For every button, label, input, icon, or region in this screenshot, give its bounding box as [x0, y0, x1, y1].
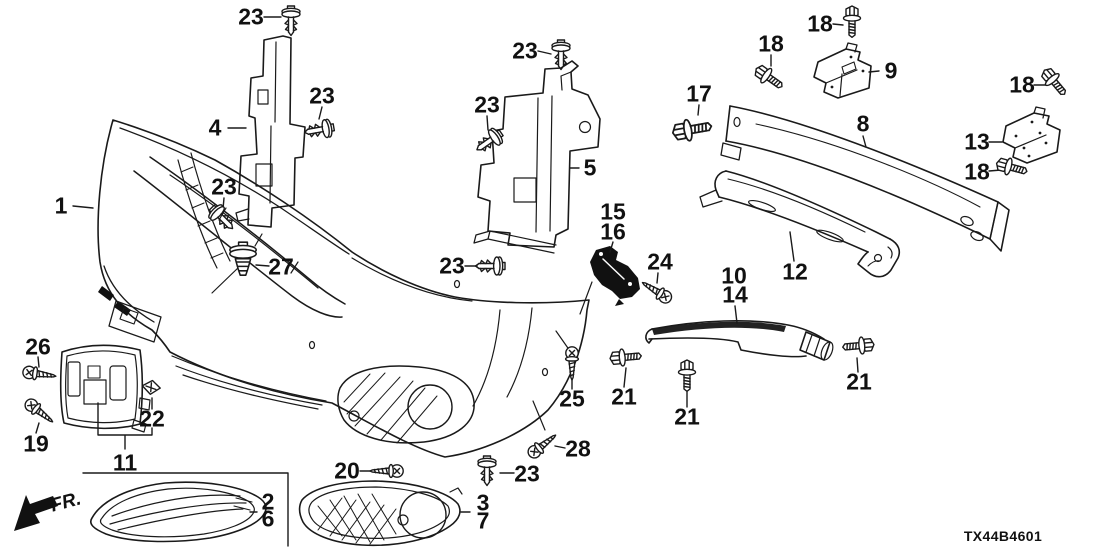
bolt-icon [669, 114, 715, 145]
part-beam-bracket-13 [1002, 106, 1061, 164]
screw-icon [21, 364, 58, 384]
bolt-icon [750, 60, 788, 95]
bolt-icon [677, 359, 697, 393]
push-clip-icon [551, 39, 571, 71]
push-clip-icon [302, 117, 337, 143]
screw-icon [369, 463, 405, 479]
part-bracket-5 [473, 60, 601, 254]
part-upper-beam [720, 105, 1010, 252]
part-beam-bracket-9 [813, 42, 872, 99]
bolt-icon [842, 5, 862, 39]
bolt-icon [993, 154, 1030, 181]
part-front-bumper-face [97, 119, 590, 458]
screw-icon [564, 345, 580, 381]
bolt-icon [1037, 63, 1072, 101]
bolt-icon [841, 335, 876, 357]
screw-icon [524, 429, 561, 462]
square-clip-icon [140, 378, 162, 397]
push-clip-icon [474, 256, 506, 276]
push-clip-icon [281, 5, 301, 37]
part-lower-stiffener [645, 319, 834, 361]
front-direction-arrow-icon [14, 495, 58, 531]
push-clip-icon [470, 124, 508, 158]
diagram-code: TX44B4601 [963, 528, 1043, 544]
push-clip-icon [477, 455, 497, 487]
part-lower-beam [699, 170, 901, 278]
flange-clip-icon [228, 241, 258, 277]
part-license-bracket [59, 344, 151, 433]
leader-lines [35, 16, 1047, 547]
screw-icon [21, 395, 58, 428]
fasteners [21, 5, 1072, 487]
part-spacer-bracket [579, 246, 640, 315]
part-fog-garnish-right [298, 480, 463, 547]
part-fog-garnish-left [90, 481, 267, 543]
bolt-icon [608, 346, 643, 368]
part-bracket-4 [235, 35, 306, 228]
